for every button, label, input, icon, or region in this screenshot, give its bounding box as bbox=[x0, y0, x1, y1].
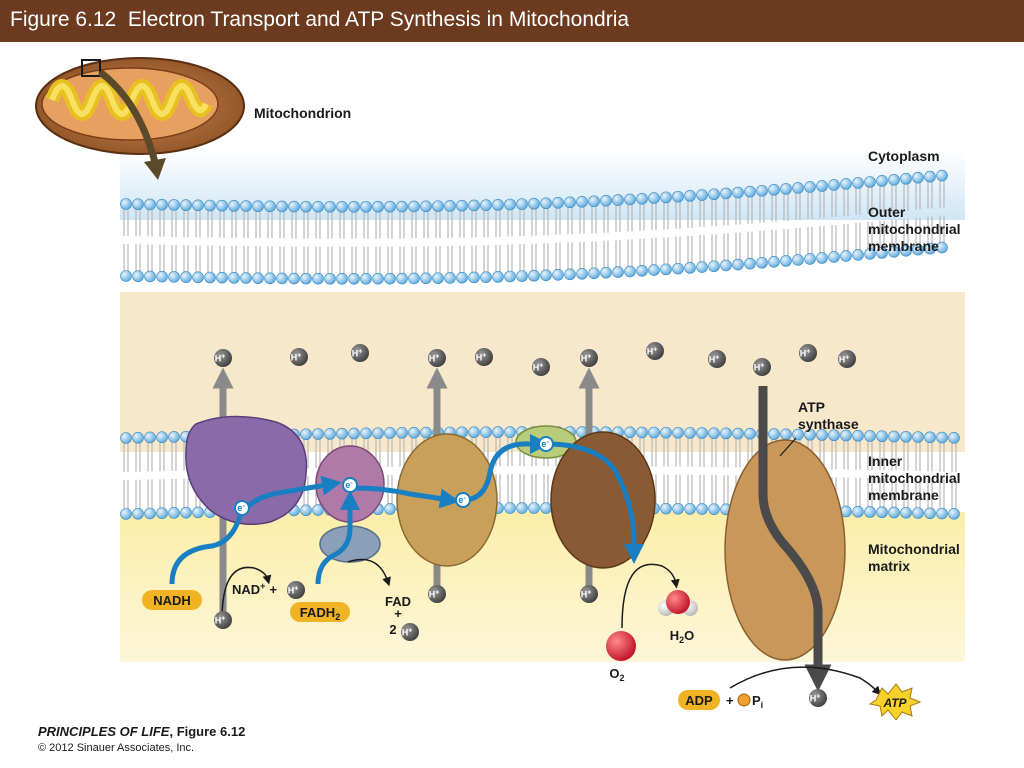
inner-membrane-label: Inner mitochondrial membrane bbox=[868, 453, 964, 503]
electrons: e-e-e-e- bbox=[234, 436, 554, 516]
adp-label: ADP bbox=[685, 693, 713, 708]
svg-text:H+: H+ bbox=[810, 694, 821, 704]
hydrogen-ion: H+ bbox=[428, 585, 446, 603]
outer-membrane bbox=[120, 169, 948, 285]
matrix-label: Mitochondrial matrix bbox=[868, 541, 964, 574]
hydrogen-ion: H+ bbox=[646, 342, 664, 360]
svg-text:H+: H+ bbox=[288, 586, 299, 596]
svg-text:H+: H+ bbox=[352, 349, 363, 359]
hydrogen-ion: H+ bbox=[532, 358, 550, 376]
fadh2-label: FADH2 bbox=[300, 605, 340, 622]
electron-path-cytc bbox=[465, 434, 550, 503]
svg-text:H+: H+ bbox=[429, 590, 440, 600]
hydrogen-ion: H+ bbox=[475, 348, 493, 366]
title-bar: Figure 6.12 Electron Transport and ATP S… bbox=[0, 0, 1024, 42]
hydrogen-ion: H+ bbox=[580, 585, 598, 603]
mitochondrion-illustration bbox=[35, 57, 245, 180]
nadh-label: NADH bbox=[153, 593, 191, 608]
svg-text:H+: H+ bbox=[533, 363, 544, 373]
svg-text:H+: H+ bbox=[476, 353, 487, 363]
fadh2-badge bbox=[290, 602, 350, 622]
o2-label: O2 bbox=[609, 666, 624, 683]
hydrogen-ion: H+ bbox=[401, 623, 419, 641]
electron: e- bbox=[538, 436, 554, 452]
svg-text:H+: H+ bbox=[754, 363, 765, 373]
svg-text:e-: e- bbox=[541, 439, 549, 449]
cytoplasm-label: Cytoplasm bbox=[868, 148, 940, 164]
nadh-badge bbox=[142, 590, 202, 610]
svg-text:H+: H+ bbox=[800, 349, 811, 359]
svg-text:e-: e- bbox=[237, 503, 245, 513]
electron: e- bbox=[342, 477, 358, 493]
zoom-arrow bbox=[97, 69, 160, 167]
svg-text:H+: H+ bbox=[402, 628, 413, 638]
atp-formation-arrow bbox=[729, 666, 882, 696]
electron-transport-diagram: H+ H+ H+ H+ H+ H+ H+ H+ H+ H+ H+ H+ H+ H+ H+ H+ H+ H+ e-e… bbox=[35, 57, 965, 720]
svg-text:e-: e- bbox=[345, 480, 353, 490]
hydrogen-ion: H+ bbox=[214, 611, 232, 629]
hydrogen-ion: H+ bbox=[351, 344, 369, 362]
atp-synthase-label: ATP synthase bbox=[798, 399, 859, 432]
atp-label: ATP bbox=[882, 696, 907, 710]
page-title: Figure 6.12 Electron Transport and ATP S… bbox=[10, 8, 630, 31]
outer-membrane-label: Outer mitochondrial membrane bbox=[868, 204, 964, 254]
svg-text:H+: H+ bbox=[215, 354, 226, 364]
adp-plus: + bbox=[726, 693, 734, 708]
hydrogen-ion: H+ bbox=[428, 349, 446, 367]
atp-synthase-leader bbox=[779, 437, 797, 457]
atp-burst-icon bbox=[868, 683, 922, 720]
nadh-oxidation-arrow bbox=[221, 566, 272, 621]
adp-badge bbox=[678, 690, 720, 710]
hydrogen-ions: H+ H+ H+ H+ H+ H+ H+ H+ H+ H+ H+ H+ H+ H+ H+ H+ H+ H+ bbox=[214, 342, 856, 707]
svg-text:H+: H+ bbox=[647, 347, 658, 357]
phosphate-icon bbox=[737, 693, 751, 707]
complex-4 bbox=[550, 431, 656, 569]
electron-path-nadh bbox=[169, 475, 342, 585]
book-title: PRINCIPLES OF LIFE bbox=[38, 724, 170, 739]
hydrogen-ion: H+ bbox=[580, 349, 598, 367]
electron: e- bbox=[455, 492, 471, 508]
zoom-box bbox=[81, 59, 101, 77]
electron: e- bbox=[234, 500, 250, 516]
electron-path-q bbox=[351, 485, 460, 509]
footer-copyright: © 2012 Sinauer Associates, Inc. bbox=[38, 742, 195, 754]
complex-1 bbox=[185, 415, 308, 525]
water-molecule bbox=[658, 590, 698, 616]
fadh2-oxidation-arrow bbox=[347, 558, 391, 587]
figure-ref: , Figure 6.12 bbox=[169, 724, 246, 739]
svg-text:H+: H+ bbox=[709, 355, 720, 365]
svg-text:H+: H+ bbox=[215, 616, 226, 626]
fad-label: FAD bbox=[385, 594, 411, 609]
electron-path-fadh2 bbox=[315, 490, 360, 585]
hydrogen-ion: H+ bbox=[809, 689, 827, 707]
pi-label: Pi bbox=[752, 693, 763, 710]
hydrogen-ion: H+ bbox=[214, 349, 232, 367]
fad-plus: + bbox=[394, 606, 402, 621]
svg-text:H+: H+ bbox=[581, 354, 592, 364]
hydrogen-ion: H+ bbox=[290, 348, 308, 366]
footer-citation: PRINCIPLES OF LIFE, Figure 6.12 bbox=[38, 724, 245, 739]
water-formation-arrow bbox=[621, 563, 680, 629]
atp-synthase-channel bbox=[758, 386, 832, 692]
oxygen-molecule bbox=[606, 631, 636, 661]
electron-path-o2 bbox=[551, 441, 644, 564]
hydrogen-ion: H+ bbox=[753, 358, 771, 376]
mitochondrion-label: Mitochondrion bbox=[254, 105, 351, 121]
svg-text:H+: H+ bbox=[581, 590, 592, 600]
hydrogen-ion: H+ bbox=[708, 350, 726, 368]
svg-text:H+: H+ bbox=[839, 355, 850, 365]
hydrogen-ion: H+ bbox=[287, 581, 305, 599]
hydrogen-ion: H+ bbox=[799, 344, 817, 362]
nad-plus-label: NAD++ bbox=[232, 581, 277, 597]
fad-two: 2 bbox=[389, 622, 396, 637]
svg-text:H+: H+ bbox=[429, 354, 440, 364]
h2o-label: H2O bbox=[670, 628, 695, 645]
svg-text:e-: e- bbox=[458, 495, 466, 505]
hydrogen-ion: H+ bbox=[838, 350, 856, 368]
svg-text:H+: H+ bbox=[291, 353, 302, 363]
